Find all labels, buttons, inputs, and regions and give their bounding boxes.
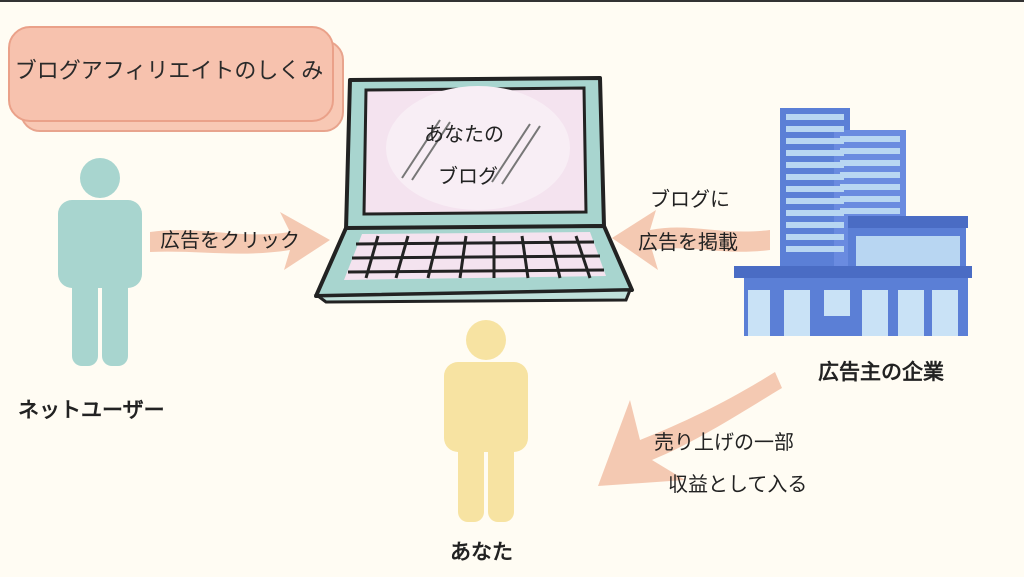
- flow-revenue-line2: 収益として入る: [668, 472, 808, 496]
- actor-net-user-label: ネットユーザー: [18, 398, 165, 422]
- flow-post-ad-line1: ブログに: [650, 187, 730, 211]
- flow-post-ad-line2: 広告を掲載: [638, 230, 738, 254]
- blog-screen-line2: ブログ: [438, 164, 498, 188]
- you-figure-icon: [444, 320, 528, 522]
- actor-advertiser-label: 広告主の企業: [818, 360, 944, 384]
- title-card: [8, 26, 334, 122]
- arrow-click-ad-icon: [150, 212, 330, 270]
- net-user-figure-icon: [58, 158, 142, 366]
- flow-click-ad: 広告をクリック: [160, 228, 300, 252]
- diagram-title: ブログアフィリエイトのしくみ: [14, 59, 324, 84]
- flow-revenue-line1: 売り上げの一部: [654, 430, 794, 454]
- company-building-icon: [734, 108, 972, 336]
- laptop-icon: [313, 76, 634, 304]
- arrow-post-ad-icon: [612, 210, 770, 270]
- blog-screen-line1: あなたの: [424, 122, 504, 146]
- actor-you-label: あなた: [450, 540, 513, 564]
- arrow-revenue-icon: [598, 372, 782, 486]
